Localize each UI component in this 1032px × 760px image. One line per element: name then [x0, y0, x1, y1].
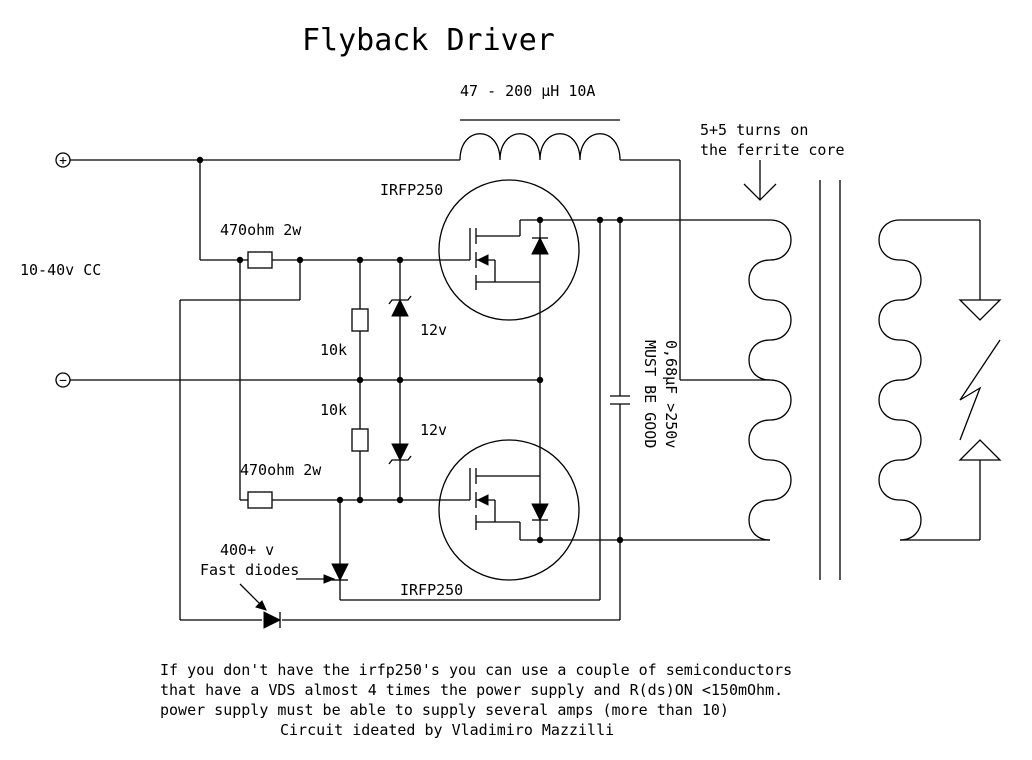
resistor-10k-bottom — [351, 428, 369, 452]
pulldown-top-label: 10k — [320, 341, 347, 359]
supply-label: 10-40v CC — [20, 261, 101, 279]
positive-terminal: + — [55, 152, 71, 169]
junction-dots — [196, 156, 624, 544]
resistor-470-top — [247, 251, 273, 269]
capacitor — [610, 395, 630, 405]
turns-label-line1: 5+5 turns on — [700, 121, 808, 139]
note-line: power supply must be able to supply seve… — [160, 701, 729, 719]
capacitor-label: 0,68µF >250v MUST BE GOOD — [641, 340, 680, 448]
note-line: that have a VDS almost 4 times the power… — [160, 681, 783, 699]
svg-text:−: − — [59, 374, 67, 389]
zener-diode-bottom — [388, 443, 412, 465]
mosfet-bottom — [438, 380, 580, 581]
inductor — [459, 119, 621, 161]
ferrite-core — [819, 180, 841, 580]
mosfet-top-label: IRFP250 — [380, 181, 443, 199]
transformer-primary — [748, 219, 792, 541]
diodes-pointer-arrows — [239, 574, 336, 611]
wiring — [70, 159, 770, 621]
resistor-top-label: 470ohm 2w — [220, 221, 302, 239]
note-line: If you don't have the irfp250's you can … — [160, 661, 792, 679]
zener-diode-top — [388, 295, 412, 317]
pulldown-bottom-label: 10k — [320, 401, 347, 419]
author-credit: Circuit ideated by Vladimiro Mazzilli — [280, 721, 614, 739]
svg-text:+: + — [59, 154, 67, 169]
zener-bottom-label: 12v — [420, 421, 447, 439]
negative-terminal: − — [55, 372, 71, 389]
transformer-secondary — [878, 219, 981, 541]
diodes-label-line2: Fast diodes — [200, 561, 299, 579]
capacitor-label-line2: MUST BE GOOD — [641, 340, 659, 448]
capacitor-label-line1: 0,68µF >250v — [662, 340, 680, 448]
diagram-title: Flyback Driver — [302, 23, 555, 58]
mosfet-bottom-label: IRFP250 — [400, 581, 463, 599]
turns-arrow — [743, 160, 777, 201]
resistor-bottom-label: 470ohm 2w — [240, 461, 322, 479]
fast-diode-vertical — [331, 563, 349, 582]
zener-top-label: 12v — [420, 321, 447, 339]
diodes-label-line1: 400+ v — [220, 541, 274, 559]
spark-gap — [958, 299, 1002, 461]
mosfet-top — [438, 179, 580, 380]
inductor-label: 47 - 200 µH 10A — [460, 82, 595, 100]
resistor-470-bottom — [247, 491, 273, 509]
fast-diode-horizontal — [263, 611, 282, 629]
resistor-10k-top — [351, 308, 369, 332]
turns-label-line2: the ferrite core — [700, 141, 845, 159]
